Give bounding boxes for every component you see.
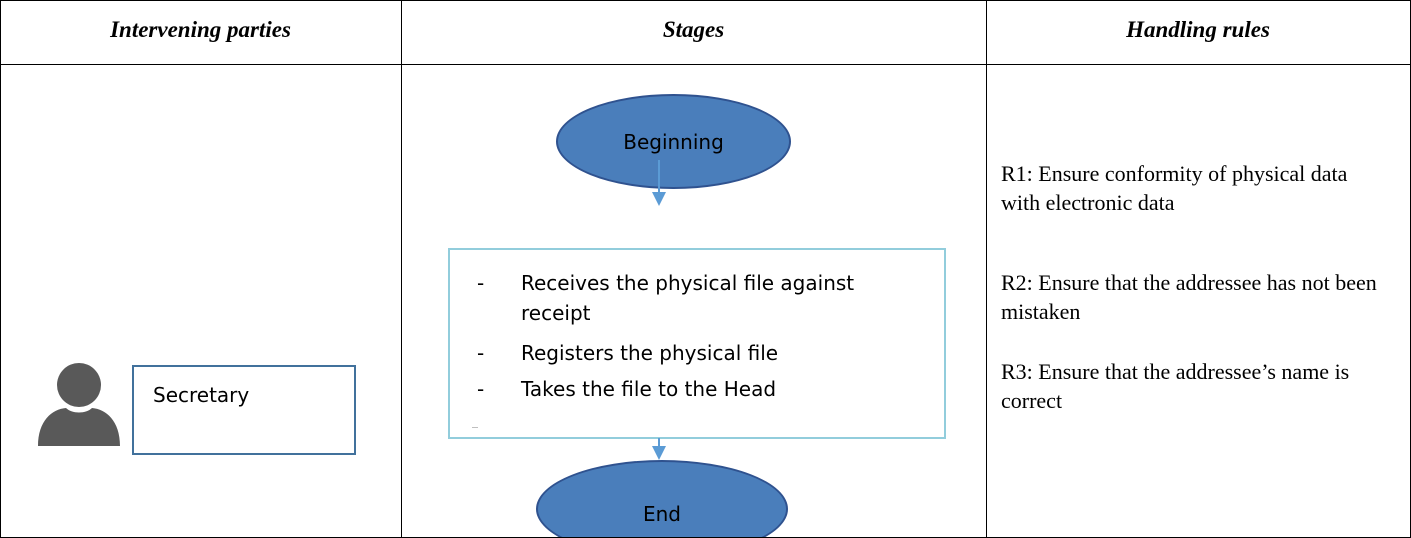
header-handling-rules: Handling rules <box>1126 17 1270 42</box>
step-text: Takes the file to the Head <box>521 377 777 401</box>
secretary-box: Secretary <box>132 365 356 455</box>
end-ellipse-clip: End <box>402 460 986 537</box>
rule-r3: R3: Ensure that the addressee’s name is … <box>1001 359 1350 413</box>
person-icon <box>38 363 120 446</box>
beginning-ellipse: Beginning <box>556 94 791 189</box>
step-bullet: - <box>477 377 485 401</box>
table-left-border <box>0 0 1 538</box>
arrow-down-icon <box>652 160 666 206</box>
column-divider-2 <box>986 0 987 538</box>
beginning-label: Beginning <box>623 130 724 154</box>
header-intervening-parties: Intervening parties <box>110 17 291 42</box>
end-label: End <box>642 502 681 526</box>
step-bullet: - <box>477 341 485 365</box>
secretary-label: Secretary <box>153 383 250 407</box>
step-bullet: - <box>477 271 485 295</box>
divider <box>472 427 478 428</box>
step-text: Registers the physical file <box>521 341 779 365</box>
column-divider-1 <box>401 0 402 538</box>
rule-r2: R2: Ensure that the addressee has not be… <box>1001 270 1377 324</box>
end-ellipse: End <box>536 460 788 537</box>
rule-r1: R1: Ensure conformity of physical data w… <box>1001 161 1348 215</box>
step-text: Receives the physical file against recei… <box>521 271 855 325</box>
header-bottom-border <box>0 64 1411 65</box>
table-top-border <box>0 0 1411 1</box>
arrow-down-icon <box>652 438 666 460</box>
process-box: - Receives the physical file against rec… <box>448 248 946 439</box>
header-stages: Stages <box>662 17 725 42</box>
